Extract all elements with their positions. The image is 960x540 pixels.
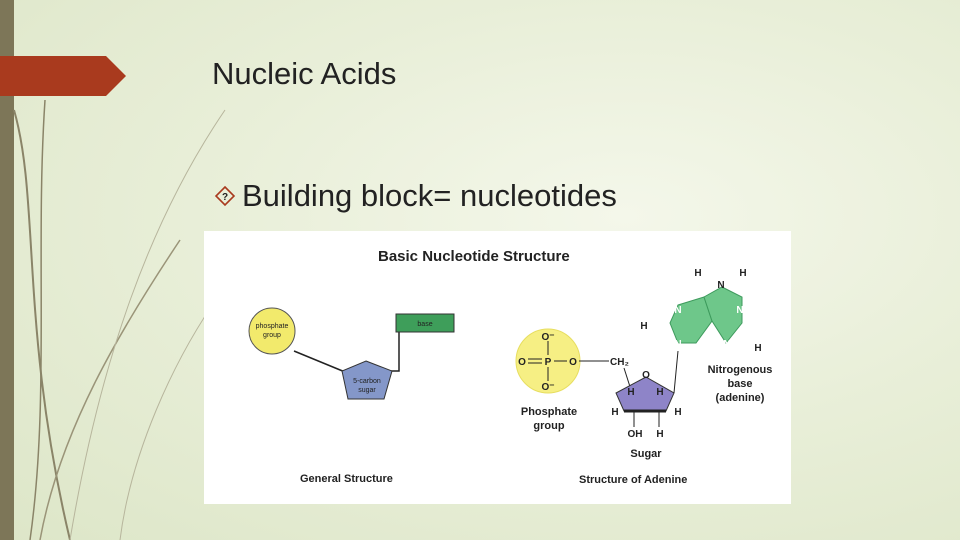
base-label-line3: (adenine) [716, 392, 765, 404]
base-five-ring [669, 296, 713, 344]
slide-title: Nucleic Acids [212, 56, 397, 91]
base-ring-n-3: N [674, 339, 681, 350]
sugar-h-1: H [611, 407, 618, 418]
adenine-structure-caption: Structure of Adenine [579, 474, 687, 486]
diamond-bullet-icon: ? [214, 185, 236, 207]
bullet-text: Building block= nucleotides [242, 178, 617, 213]
base-ring-n-2: N [736, 305, 743, 316]
atom-o-right: O [569, 357, 577, 368]
sugar-h-3: H [656, 387, 663, 398]
atom-o-left: O [518, 357, 526, 368]
base-label-line1: Nitrogenous [708, 364, 773, 376]
sugar-h-4: H [674, 407, 681, 418]
phosphate-group-circle [248, 307, 296, 355]
base-label-line2: base [727, 378, 752, 390]
title-accent-tab [0, 56, 126, 96]
sugar-label-line2: sugar [358, 387, 376, 394]
ring-o: O [642, 370, 650, 381]
base-h-left: H [640, 321, 647, 332]
phosphate-label-line2: group [263, 332, 281, 339]
base-ring-n-1: N [674, 305, 681, 316]
general-structure-caption: General Structure [300, 473, 393, 485]
atom-o-bottom: O⁻ [541, 382, 554, 393]
left-decor-band [0, 0, 14, 540]
base-rectangle [395, 313, 455, 333]
base-six-ring [703, 286, 743, 344]
base-top-h-left: H [694, 268, 701, 279]
decorative-lines [13, 99, 231, 540]
base-top-h-right: H [739, 268, 746, 279]
sugar-ring [615, 376, 675, 412]
sugar-label: Sugar [630, 448, 662, 460]
sugar-h-2: H [627, 387, 634, 398]
sugar-label-line1: 5-carbon [353, 378, 381, 385]
figure-title: Basic Nucleotide Structure [378, 248, 570, 265]
base-h-right: H [754, 343, 761, 354]
phosphate-group-label-line2: group [533, 420, 564, 432]
nucleotide-figure: Basic Nucleotide Structure phosphate gro… [204, 231, 791, 504]
ch2-label: CH₂ [610, 357, 629, 368]
sugar-pentagon [341, 360, 393, 400]
svg-text:?: ? [222, 192, 228, 203]
bullet-item: ? Building block= nucleotides [214, 176, 617, 216]
sugar-oh: OH [628, 429, 643, 440]
atom-p: P [545, 357, 552, 368]
base-ring-n-4: N [723, 339, 730, 350]
sugar-h-bottom: H [656, 429, 663, 440]
phosphate-label-line1: phosphate [256, 323, 289, 330]
atom-o-top: O⁻ [541, 332, 554, 343]
phosphate-group-label-line1: Phosphate [521, 406, 577, 418]
base-label: base [417, 321, 432, 328]
sugar-base-bond [384, 330, 400, 372]
base-amino-n: N [717, 280, 724, 291]
